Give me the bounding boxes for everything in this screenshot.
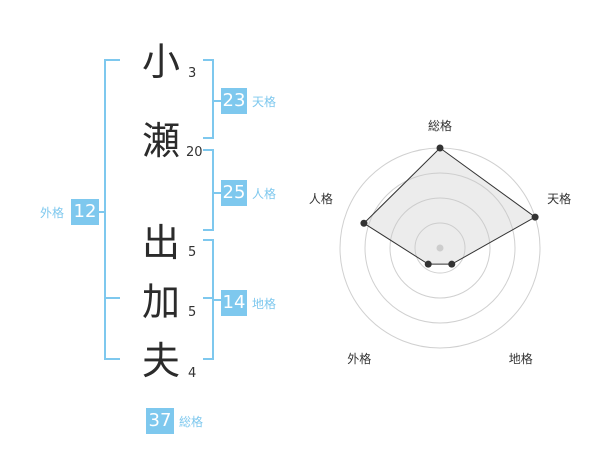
radar-point-4 [424, 260, 432, 268]
jinkaku-bracket [203, 149, 214, 231]
name-char-3: 出 [142, 221, 181, 265]
name-char-5: 夫 [142, 339, 181, 383]
stroke-count-3: 5 [188, 245, 197, 260]
radar-point-5 [360, 219, 368, 227]
radar-axis-label-5: 人格 [309, 191, 333, 206]
soukaku-label: 総格 [179, 415, 204, 429]
jinkaku-value-badge: 25 [221, 180, 247, 206]
gaikaku-bracket [104, 59, 120, 360]
radar-axis-label-3: 地格 [509, 351, 533, 366]
radar-ring-2 [389, 197, 491, 299]
tenkaku-bracket [203, 59, 214, 139]
radar-axis-label-2: 天格 [547, 191, 571, 206]
gaikaku-value-badge: 12 [71, 199, 99, 225]
radar-point-3 [448, 260, 456, 268]
soukaku-value-badge: 37 [146, 408, 174, 434]
jinkaku-label: 人格 [252, 187, 277, 201]
name-char-2: 瀬 [142, 119, 181, 163]
radar-axis-label-4: 外格 [347, 351, 371, 366]
stroke-count-1: 3 [188, 66, 197, 81]
radar-center [436, 244, 444, 252]
name-char-1: 小 [142, 40, 181, 84]
radar-polygon [363, 147, 537, 265]
radar-point-2 [531, 213, 539, 221]
chikaku-label: 地格 [252, 297, 277, 311]
tenkaku-label: 天格 [252, 95, 277, 109]
name-char-4: 加 [142, 280, 181, 324]
stroke-count-2: 20 [186, 145, 203, 160]
stroke-count-5: 4 [188, 366, 197, 381]
chikaku-value-badge: 14 [221, 290, 247, 316]
radar-ring-3 [364, 172, 516, 324]
stroke-count-4: 5 [188, 305, 197, 320]
tenkaku-value-badge: 23 [221, 88, 247, 114]
radar-point-1 [436, 144, 444, 152]
gaikaku-label: 外格 [40, 206, 65, 220]
radar-axis-label-1: 総格 [428, 118, 452, 133]
radar-ring-1 [414, 222, 466, 274]
